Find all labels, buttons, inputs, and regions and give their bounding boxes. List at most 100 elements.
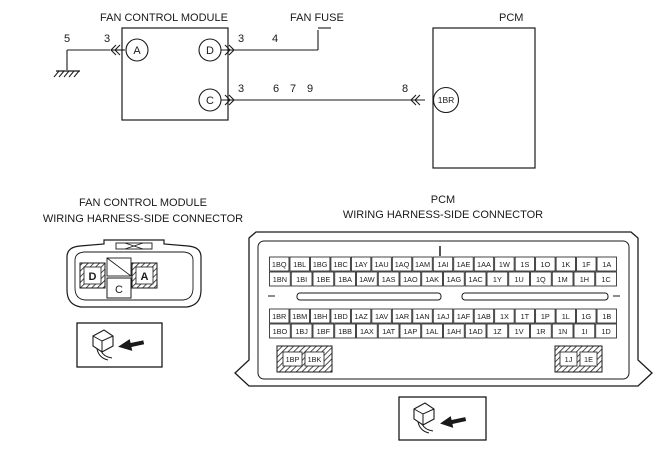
pcm-terminal-label: 1AC [469,275,483,284]
pcm-terminal-label: 1AT [382,327,395,336]
pcm-terminal-cell [391,256,413,272]
pcm-terminal-cell [555,256,576,272]
pcm-connector-title-2: WIRING HARNESS-SIDE CONNECTOR [343,209,543,221]
pcm-terminal-cell [412,256,433,272]
pcm-terminal-label: 1AH [447,327,461,336]
wire-c-number-3: 9 [307,83,313,95]
pcm-terminal-cell [453,308,474,324]
pcm-terminal-cell [290,323,313,339]
pcm-terminal-cell [421,323,443,339]
pcm-terminal-cell [464,271,487,287]
pcm-terminal-cell [304,351,325,367]
pcm-wire-number: 8 [402,83,408,95]
pcm-terminal-label: 1H [580,275,589,284]
pcm-terminal-cell [330,308,351,324]
pcm-terminal-cell [334,271,356,287]
fcm-box [121,27,229,121]
pcm-terminal-label: 1BC [334,260,348,269]
pcm-terminal-cell [269,271,291,287]
pcm-terminal-cell [334,323,356,339]
fcm-connector-view: FAN CONTROL MODULE WIRING HARNESS-SIDE C… [43,197,243,368]
pcm-terminal-cell [289,308,310,324]
pcm-terminal-label: 1Z [493,327,502,336]
fcm-terminal-c [106,277,132,299]
ground-symbol [53,70,80,78]
pcm-terminal-label: 1BL [293,260,306,269]
pcm-terminal-cell [377,323,400,339]
pcm-terminal-cell [494,308,515,324]
terminal-a [125,38,149,62]
pcm-terminal-cell [576,256,597,272]
pcm-terminal-label: 1B [602,312,611,321]
pcm-terminal-label: 1Q [536,275,546,284]
pcm-terminal-cell [350,256,372,272]
pcm-terminal-cell [535,308,556,324]
pcm-terminal-cell [310,308,331,324]
pcm-terminal-label: 1AO [403,275,418,284]
pcm-terminal-cell [290,271,313,287]
pcm-terminal-label: 1AD [469,327,483,336]
pcm-terminal-label: 1AR [395,312,409,321]
pcm-terminal-cell [494,256,515,272]
fcm-connector-inner [74,251,194,301]
pcm-terminal-label: 1Y [493,275,502,284]
pcm-terminal-label: 1AB [477,312,491,321]
pcm-terminal-label: 1D [601,327,610,336]
pcm-terminal-cell [486,271,509,287]
pcm-terminal-label: 1V [515,327,524,336]
pcm-terminal-label: 1BH [313,312,327,321]
connector-chevron-pcm [410,94,421,106]
pcm-terminal-label: 1BG [313,260,328,269]
pcm-terminal-cell [269,256,290,272]
pcm-terminal-cell [412,308,433,324]
fcm-plug-orientation-icon [76,322,163,368]
pcm-terminal-cell [555,308,576,324]
pcm-terminal-cell [579,351,598,367]
fcm-connector-title-1: FAN CONTROL MODULE [79,197,207,209]
pcm-terminal-cell [289,256,310,272]
pcm-terminal-label: 1F [582,260,591,269]
pcm-terminal-label: 1AZ [354,312,368,321]
pcm-terminal-cell [596,256,617,272]
pcm-terminal-label: 1BA [338,275,352,284]
pcm-terminal-cell [312,271,335,287]
pcm-terminal-label: 1S [520,260,529,269]
ground-circuit: 5 3 [53,33,125,78]
pcm-terminal-cell [399,271,422,287]
pcm-plug-orientation-icon [398,396,487,441]
pcm-terminal-label: 1BD [334,312,348,321]
wire-d-number: 4 [272,33,278,45]
pcm-rail-right [461,292,609,301]
pcm-terminal-cell [432,308,454,324]
pcm-connector-inner [257,240,630,380]
pcm-terminal-label: 1BI [296,275,307,284]
pcm-terminal-cell [432,256,454,272]
pcm-terminal-label: 1L [562,312,570,321]
fcm-center-divider [106,257,132,277]
pcm-terminal-label: 1K [561,260,570,269]
ground-wire-number: 5 [64,33,70,45]
fcm-lock-tab [115,242,153,250]
pcm-terminal-label: 1W [499,260,510,269]
connector-chevron-d [224,44,235,56]
wire-c-number-1: 6 [273,83,279,95]
pcm-terminal-cell [421,271,443,287]
pcm-terminal-cell [371,308,392,324]
pcm-terminal-cell [473,256,495,272]
pcm-terminal-label: 1A [602,260,611,269]
pcm-terminal-cell [399,323,422,339]
pcm-terminal-cell [377,271,400,287]
fcm-connector-title-2: WIRING HARNESS-SIDE CONNECTOR [43,213,243,225]
pin-c-number: 3 [238,83,244,95]
terminal-a-label: A [133,45,141,57]
pcm-terminal-label: 1AL [426,327,439,336]
pcm-terminal-label: 1R [536,327,545,336]
pcm-terminal-label: 1AG [447,275,462,284]
pcm-terminal-label: 1AJ [437,312,450,321]
pcm-terminal-cell [473,308,495,324]
pcm-terminal-cell [595,323,617,339]
pcm-terminal-cell [356,323,378,339]
pcm-terminal-label: 1AN [415,312,429,321]
pcm-terminal-cell [391,308,413,324]
pcm-terminal-cell [310,256,331,272]
